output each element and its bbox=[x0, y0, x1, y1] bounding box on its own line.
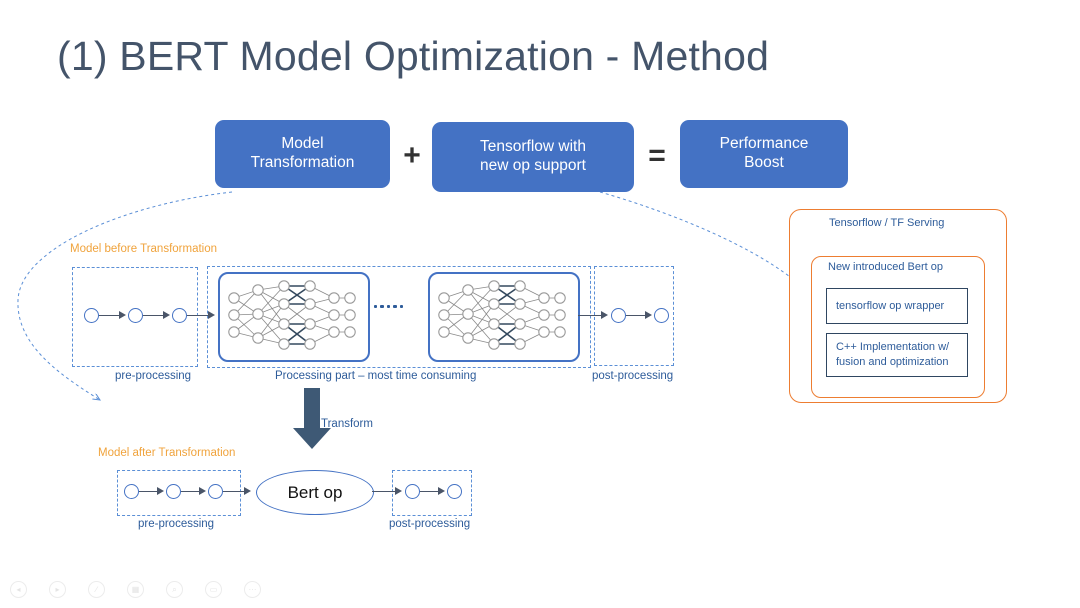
pipeline-arrowhead bbox=[244, 487, 251, 495]
pipeline-node bbox=[84, 308, 99, 323]
box-cpp-implementation-line2: fusion and optimization bbox=[836, 356, 949, 368]
zoom-icon[interactable]: ⌕ bbox=[166, 581, 183, 598]
box-model-transformation-line2: Transformation bbox=[250, 154, 355, 171]
bert-op-label: Bert op bbox=[287, 482, 343, 502]
pipeline-link bbox=[223, 490, 248, 493]
box-cpp-implementation-line1: C++ Implementation w/ bbox=[836, 341, 950, 354]
slides-grid-icon[interactable]: ▦ bbox=[127, 581, 144, 598]
pipeline-arrowhead bbox=[119, 311, 126, 319]
pipeline-arrowhead bbox=[645, 311, 652, 319]
page-title: (1) BERT Model Optimization - Method bbox=[57, 33, 770, 79]
pipeline-link bbox=[139, 490, 161, 493]
pipeline-arrowhead bbox=[208, 311, 215, 319]
group-pre-processing bbox=[72, 267, 198, 367]
box-tensorflow-op-wrapper[interactable]: tensorflow op wrapper bbox=[826, 288, 968, 324]
neural-network-graphic-1 bbox=[228, 280, 356, 350]
group-processing bbox=[207, 266, 591, 368]
bert-op-node[interactable]: Bert op bbox=[256, 470, 374, 515]
box-performance-line2: Boost bbox=[744, 154, 784, 171]
previous-slide-glyph: ◂ bbox=[16, 585, 21, 594]
transform-arrow-icon bbox=[293, 388, 331, 449]
title-tensorflow-serving: Tensorflow / TF Serving bbox=[829, 217, 945, 229]
next-slide-glyph: ▸ bbox=[55, 585, 60, 594]
box-cpp-implementation[interactable]: C++ Implementation w/ fusion and optimiz… bbox=[826, 333, 968, 377]
pipeline-node bbox=[447, 484, 462, 499]
pipeline-link bbox=[372, 490, 399, 493]
previous-slide-icon[interactable]: ◂ bbox=[10, 581, 27, 598]
box-model-transformation[interactable]: Model Transformation bbox=[215, 120, 390, 188]
label-model-before-transformation: Model before Transformation bbox=[70, 243, 218, 255]
pipeline-link bbox=[187, 314, 211, 317]
next-slide-icon[interactable]: ▸ bbox=[49, 581, 66, 598]
present-glyph: ▭ bbox=[209, 585, 218, 594]
box-tensorflow-op-wrapper-label: tensorflow op wrapper bbox=[836, 299, 945, 312]
title-new-introduced-bert-op: New introduced Bert op bbox=[828, 261, 943, 273]
label-model-after-transformation: Model after Transformation bbox=[98, 447, 236, 459]
caption-post-processing-after: post-processing bbox=[389, 518, 471, 530]
pipeline-node bbox=[405, 484, 420, 499]
pipeline-link bbox=[578, 314, 605, 317]
box-performance-boost[interactable]: Performance Boost bbox=[680, 120, 848, 188]
more-options-icon[interactable]: ··· bbox=[244, 581, 261, 598]
pipeline-link bbox=[626, 314, 649, 317]
label-transform: Transform bbox=[321, 418, 373, 430]
pipeline-link bbox=[143, 314, 167, 317]
pipeline-arrowhead bbox=[157, 487, 164, 495]
pipeline-link bbox=[99, 314, 123, 317]
box-model-transformation-line1: Model bbox=[281, 135, 324, 153]
bottom-toolbar: ◂ ▸ ∕ ▦ ⌕ ▭ ··· bbox=[10, 581, 261, 598]
pipeline-node bbox=[124, 484, 139, 499]
box-performance-line1: Performance bbox=[719, 135, 809, 153]
more-options-glyph: ··· bbox=[248, 585, 257, 594]
box-tensorflow-new-op[interactable]: Tensorflow with new op support bbox=[432, 122, 634, 192]
network-repeat-ellipsis bbox=[374, 305, 403, 309]
neural-network-graphic-2 bbox=[438, 280, 566, 350]
zoom-glyph: ⌕ bbox=[172, 584, 177, 594]
pipeline-node bbox=[208, 484, 223, 499]
pipeline-link bbox=[181, 490, 203, 493]
box-tensorflow-line2: new op support bbox=[480, 157, 586, 174]
group-pre-processing-after bbox=[117, 470, 241, 516]
pipeline-arrowhead bbox=[199, 487, 206, 495]
caption-pre-processing-after: pre-processing bbox=[138, 518, 215, 530]
pipeline-arrowhead bbox=[395, 487, 402, 495]
pipeline-arrowhead bbox=[163, 311, 170, 319]
pipeline-link bbox=[420, 490, 442, 493]
pen-glyph: ∕ bbox=[95, 585, 98, 594]
pipeline-node bbox=[611, 308, 626, 323]
pipeline-arrowhead bbox=[438, 487, 445, 495]
caption-pre-processing: pre-processing bbox=[115, 370, 192, 382]
pipeline-node bbox=[166, 484, 181, 499]
caption-post-processing: post-processing bbox=[592, 370, 674, 382]
caption-processing-part: Processing part – most time consuming bbox=[275, 370, 477, 382]
present-icon[interactable]: ▭ bbox=[205, 581, 222, 598]
plus-symbol: + bbox=[403, 139, 421, 172]
pipeline-node bbox=[128, 308, 143, 323]
pipeline-node bbox=[172, 308, 187, 323]
pipeline-node bbox=[654, 308, 669, 323]
pen-icon[interactable]: ∕ bbox=[88, 581, 105, 598]
equals-symbol: = bbox=[648, 139, 666, 172]
pipeline-arrowhead bbox=[601, 311, 608, 319]
group-post-processing-after bbox=[392, 470, 472, 516]
box-tensorflow-line1: Tensorflow with bbox=[480, 138, 586, 156]
slides-grid-glyph: ▦ bbox=[131, 585, 140, 594]
